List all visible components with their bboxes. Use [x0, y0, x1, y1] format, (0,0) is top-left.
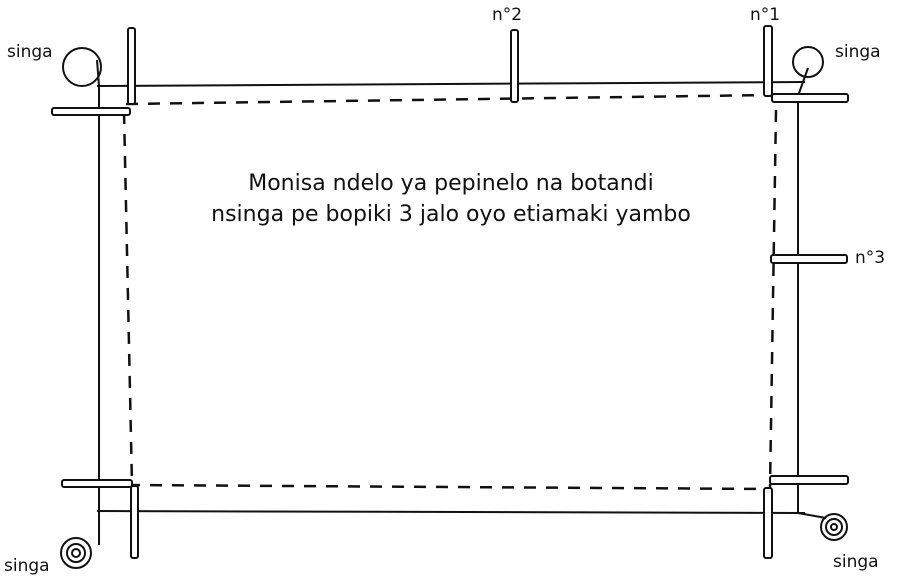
label-singa-top-right: singa	[835, 42, 881, 62]
peg-bottom-left-vertical	[130, 485, 139, 559]
peg-top-left-horizontal	[51, 107, 131, 116]
label-singa-bottom-left: singa	[4, 556, 50, 576]
coil-top-left	[62, 47, 102, 87]
bed-edge-right	[768, 109, 778, 489]
label-n1: n°1	[750, 5, 781, 25]
diagram-caption: Monisa ndelo ya pepinelo na botandi nsin…	[140, 168, 762, 230]
bed-edge-left	[122, 111, 134, 486]
string-tail-bottom-right	[797, 512, 827, 519]
label-singa-top-left: singa	[7, 42, 53, 62]
peg-top-left-vertical	[127, 27, 136, 105]
nursery-bed-outline	[122, 93, 778, 491]
peg-bottom-right-horizontal	[769, 475, 849, 485]
string-bottom	[96, 510, 806, 514]
string-tail-top-left	[96, 59, 100, 87]
string-coils	[60, 46, 848, 569]
string-top	[96, 81, 806, 87]
peg-n1	[763, 25, 773, 97]
peg-top-right-horizontal	[771, 93, 849, 103]
label-singa-bottom-right: singa	[833, 552, 879, 572]
caption-line-2: nsinga pe bopiki 3 jalo oyo etiamaki yam…	[211, 202, 691, 227]
string-tail-top-right	[797, 67, 809, 97]
caption-line-1: Monisa ndelo ya pepinelo na botandi	[248, 171, 654, 196]
pegs	[51, 25, 849, 559]
coil-top-right	[792, 46, 824, 78]
peg-n2	[510, 29, 519, 103]
coil-bottom-left	[60, 537, 92, 569]
label-n3: n°3	[855, 248, 886, 268]
peg-bottom-left-horizontal	[61, 479, 133, 488]
coil-bottom-right	[820, 513, 848, 541]
string-outline	[96, 59, 827, 545]
bed-edge-bottom	[127, 483, 771, 491]
peg-n3	[770, 254, 848, 264]
label-n2: n°2	[492, 5, 523, 25]
bed-edge-top	[125, 93, 771, 106]
peg-bottom-right-vertical	[763, 487, 773, 559]
